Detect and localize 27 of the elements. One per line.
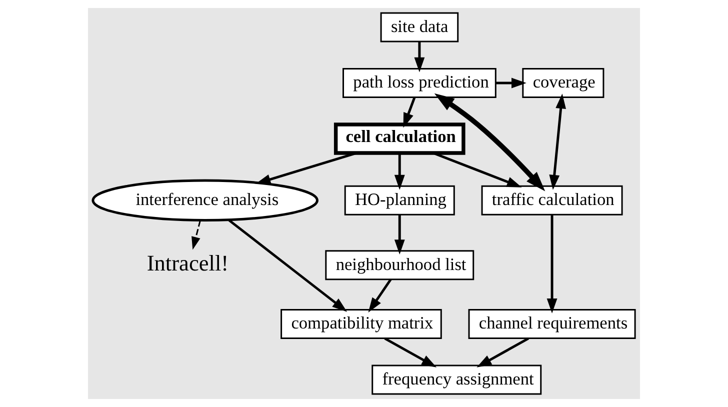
node-box: HO-planning <box>344 185 455 216</box>
arrow <box>384 337 437 368</box>
arrow <box>256 152 357 184</box>
arrow <box>192 220 201 250</box>
node-box: compatibility matrix <box>280 309 442 339</box>
node-box: site data <box>380 12 459 42</box>
arrow <box>434 93 546 192</box>
node-box: cell calculation <box>334 122 466 155</box>
arrow <box>414 42 425 72</box>
arrow <box>496 78 526 88</box>
arrow <box>476 337 530 368</box>
arrow <box>549 94 566 190</box>
node-box: channel requirements <box>468 309 636 339</box>
node-box: frequency assignment <box>372 364 542 395</box>
node-box: coverage <box>522 68 604 98</box>
arrow <box>394 153 405 190</box>
arrow <box>403 97 416 128</box>
node-box: path loss prediction <box>342 68 496 98</box>
arrow <box>546 215 558 314</box>
node-text: Intracell! <box>146 250 229 276</box>
arrow <box>368 278 392 312</box>
node-box: traffic calculation <box>481 185 623 216</box>
arrow <box>394 214 405 254</box>
arrow <box>433 152 522 188</box>
node-ellipse: interference analysis <box>92 179 318 222</box>
node-box: neighbourhood list <box>325 250 474 280</box>
arrow <box>228 219 348 312</box>
